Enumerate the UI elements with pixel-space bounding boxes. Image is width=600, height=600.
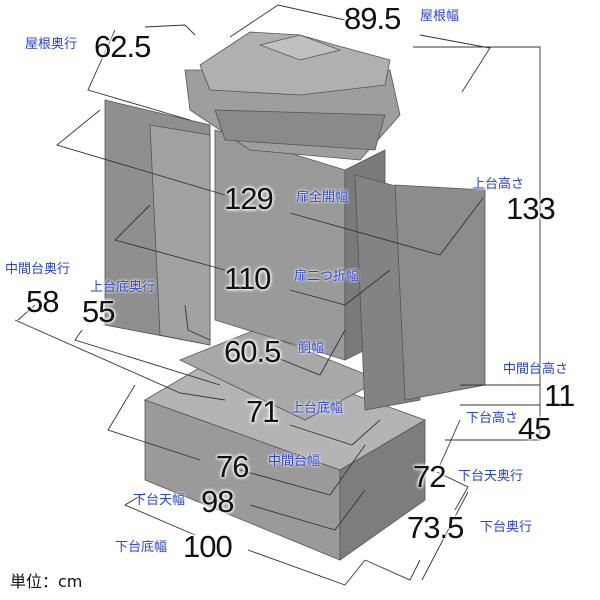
left-door-inner — [149, 124, 211, 346]
lower-top-width-value: 98 — [201, 484, 234, 519]
right-door — [394, 184, 486, 401]
upper-height-label: 上台高さ — [472, 177, 525, 192]
upper-bottom-depth-value: 55 — [82, 294, 115, 329]
lower-top-depth-label: 下台天奥行 — [458, 469, 524, 484]
body-front — [214, 129, 346, 361]
middle-base-depth-label: 中間台奥行 — [5, 262, 71, 277]
door-full-open-width-label: 扉全開幅 — [296, 190, 349, 205]
upper-height-value: 133 — [506, 191, 556, 226]
roof-depth-value: 62.5 — [94, 29, 151, 64]
lower-base-height-value: 45 — [518, 411, 551, 446]
middle-base-depth-value: 58 — [26, 284, 59, 319]
door-folded-width-label: 扉二つ折幅 — [294, 269, 360, 284]
lower-depth-label: 下台奥行 — [480, 520, 533, 535]
body-width-label: 胴幅 — [298, 341, 325, 356]
door-folded-width-value: 110 — [224, 261, 271, 296]
roof-eave — [214, 109, 386, 151]
lower-bottom-width-value: 100 — [183, 529, 233, 564]
lower-top-width-label: 下台天幅 — [133, 493, 186, 508]
roof-width-value: 89.5 — [344, 1, 401, 36]
middle-base-width-label: 中間台幅 — [268, 454, 321, 469]
unit-label: 単位：cm — [10, 572, 83, 591]
roof-cap — [258, 34, 342, 61]
door-full-open-width-value: 129 — [224, 181, 274, 216]
roof-top — [199, 31, 391, 96]
lower-top-depth-value: 72 — [413, 459, 446, 494]
middle-base-height-label: 中間台高さ — [503, 362, 569, 377]
roof-depth-label: 屋根奥行 — [25, 37, 78, 52]
middle-base-width-value: 76 — [216, 449, 249, 484]
lower-bottom-width-label: 下台底幅 — [115, 540, 168, 555]
body-width-value: 60.5 — [224, 334, 281, 369]
lower-base-height-label: 下台高さ — [466, 411, 519, 426]
middle-base-height-value: 11 — [544, 378, 575, 413]
lower-depth-value: 73.5 — [407, 510, 464, 545]
upper-bottom-depth-label: 上台底奥行 — [90, 280, 156, 295]
upper-bottom-width-value: 71 — [246, 394, 279, 429]
upper-bottom-width-label: 上台底幅 — [291, 401, 344, 416]
roof-width-label: 屋根幅 — [420, 9, 460, 24]
